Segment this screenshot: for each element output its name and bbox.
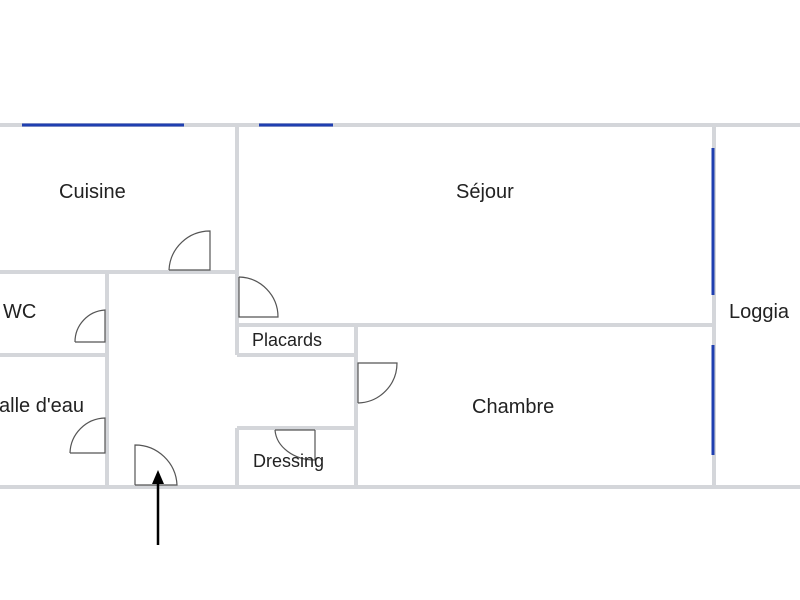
room-labels: Cuisine Séjour WC alle d'eau Placards Ch… (0, 181, 790, 471)
doors (69, 230, 398, 486)
label-sejour: Séjour (456, 181, 514, 203)
label-salle-eau: alle d'eau (0, 395, 84, 417)
door-chambre (357, 362, 398, 404)
door-sejour (238, 276, 279, 318)
door-dressing (274, 429, 316, 461)
door-cuisine (168, 230, 211, 271)
label-wc: WC (3, 301, 36, 323)
walls (0, 123, 800, 489)
windows (22, 123, 715, 455)
door-entry (134, 444, 178, 486)
label-placards: Placards (252, 330, 322, 350)
door-salle-eau (69, 417, 106, 454)
door-wc (74, 309, 106, 343)
label-chambre: Chambre (472, 396, 554, 418)
label-loggia: Loggia (729, 301, 790, 323)
label-dressing: Dressing (253, 451, 324, 471)
label-cuisine: Cuisine (59, 181, 126, 203)
entry-arrow (152, 470, 164, 545)
